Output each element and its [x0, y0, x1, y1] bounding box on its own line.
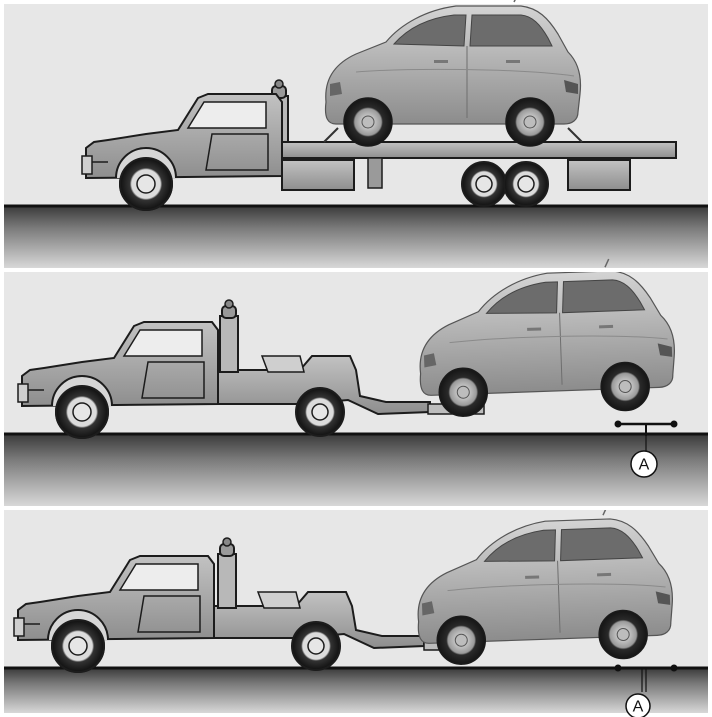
panel-1-ground — [4, 206, 708, 268]
panel-wheel-lift-dollies: A — [4, 257, 708, 506]
panel-2-ground — [4, 434, 708, 506]
callout-a-panel-2: A — [631, 451, 657, 477]
callout-a-label: A — [633, 699, 644, 716]
panel-3-ground — [4, 668, 708, 713]
panel-divider — [0, 506, 712, 510]
callout-a-label: A — [639, 457, 650, 474]
callout-a-panel-3: A — [626, 694, 650, 717]
panel-divider — [0, 268, 712, 272]
panel-wheel-lift-ground: A — [4, 505, 708, 717]
panel-flatbed — [4, 0, 708, 268]
